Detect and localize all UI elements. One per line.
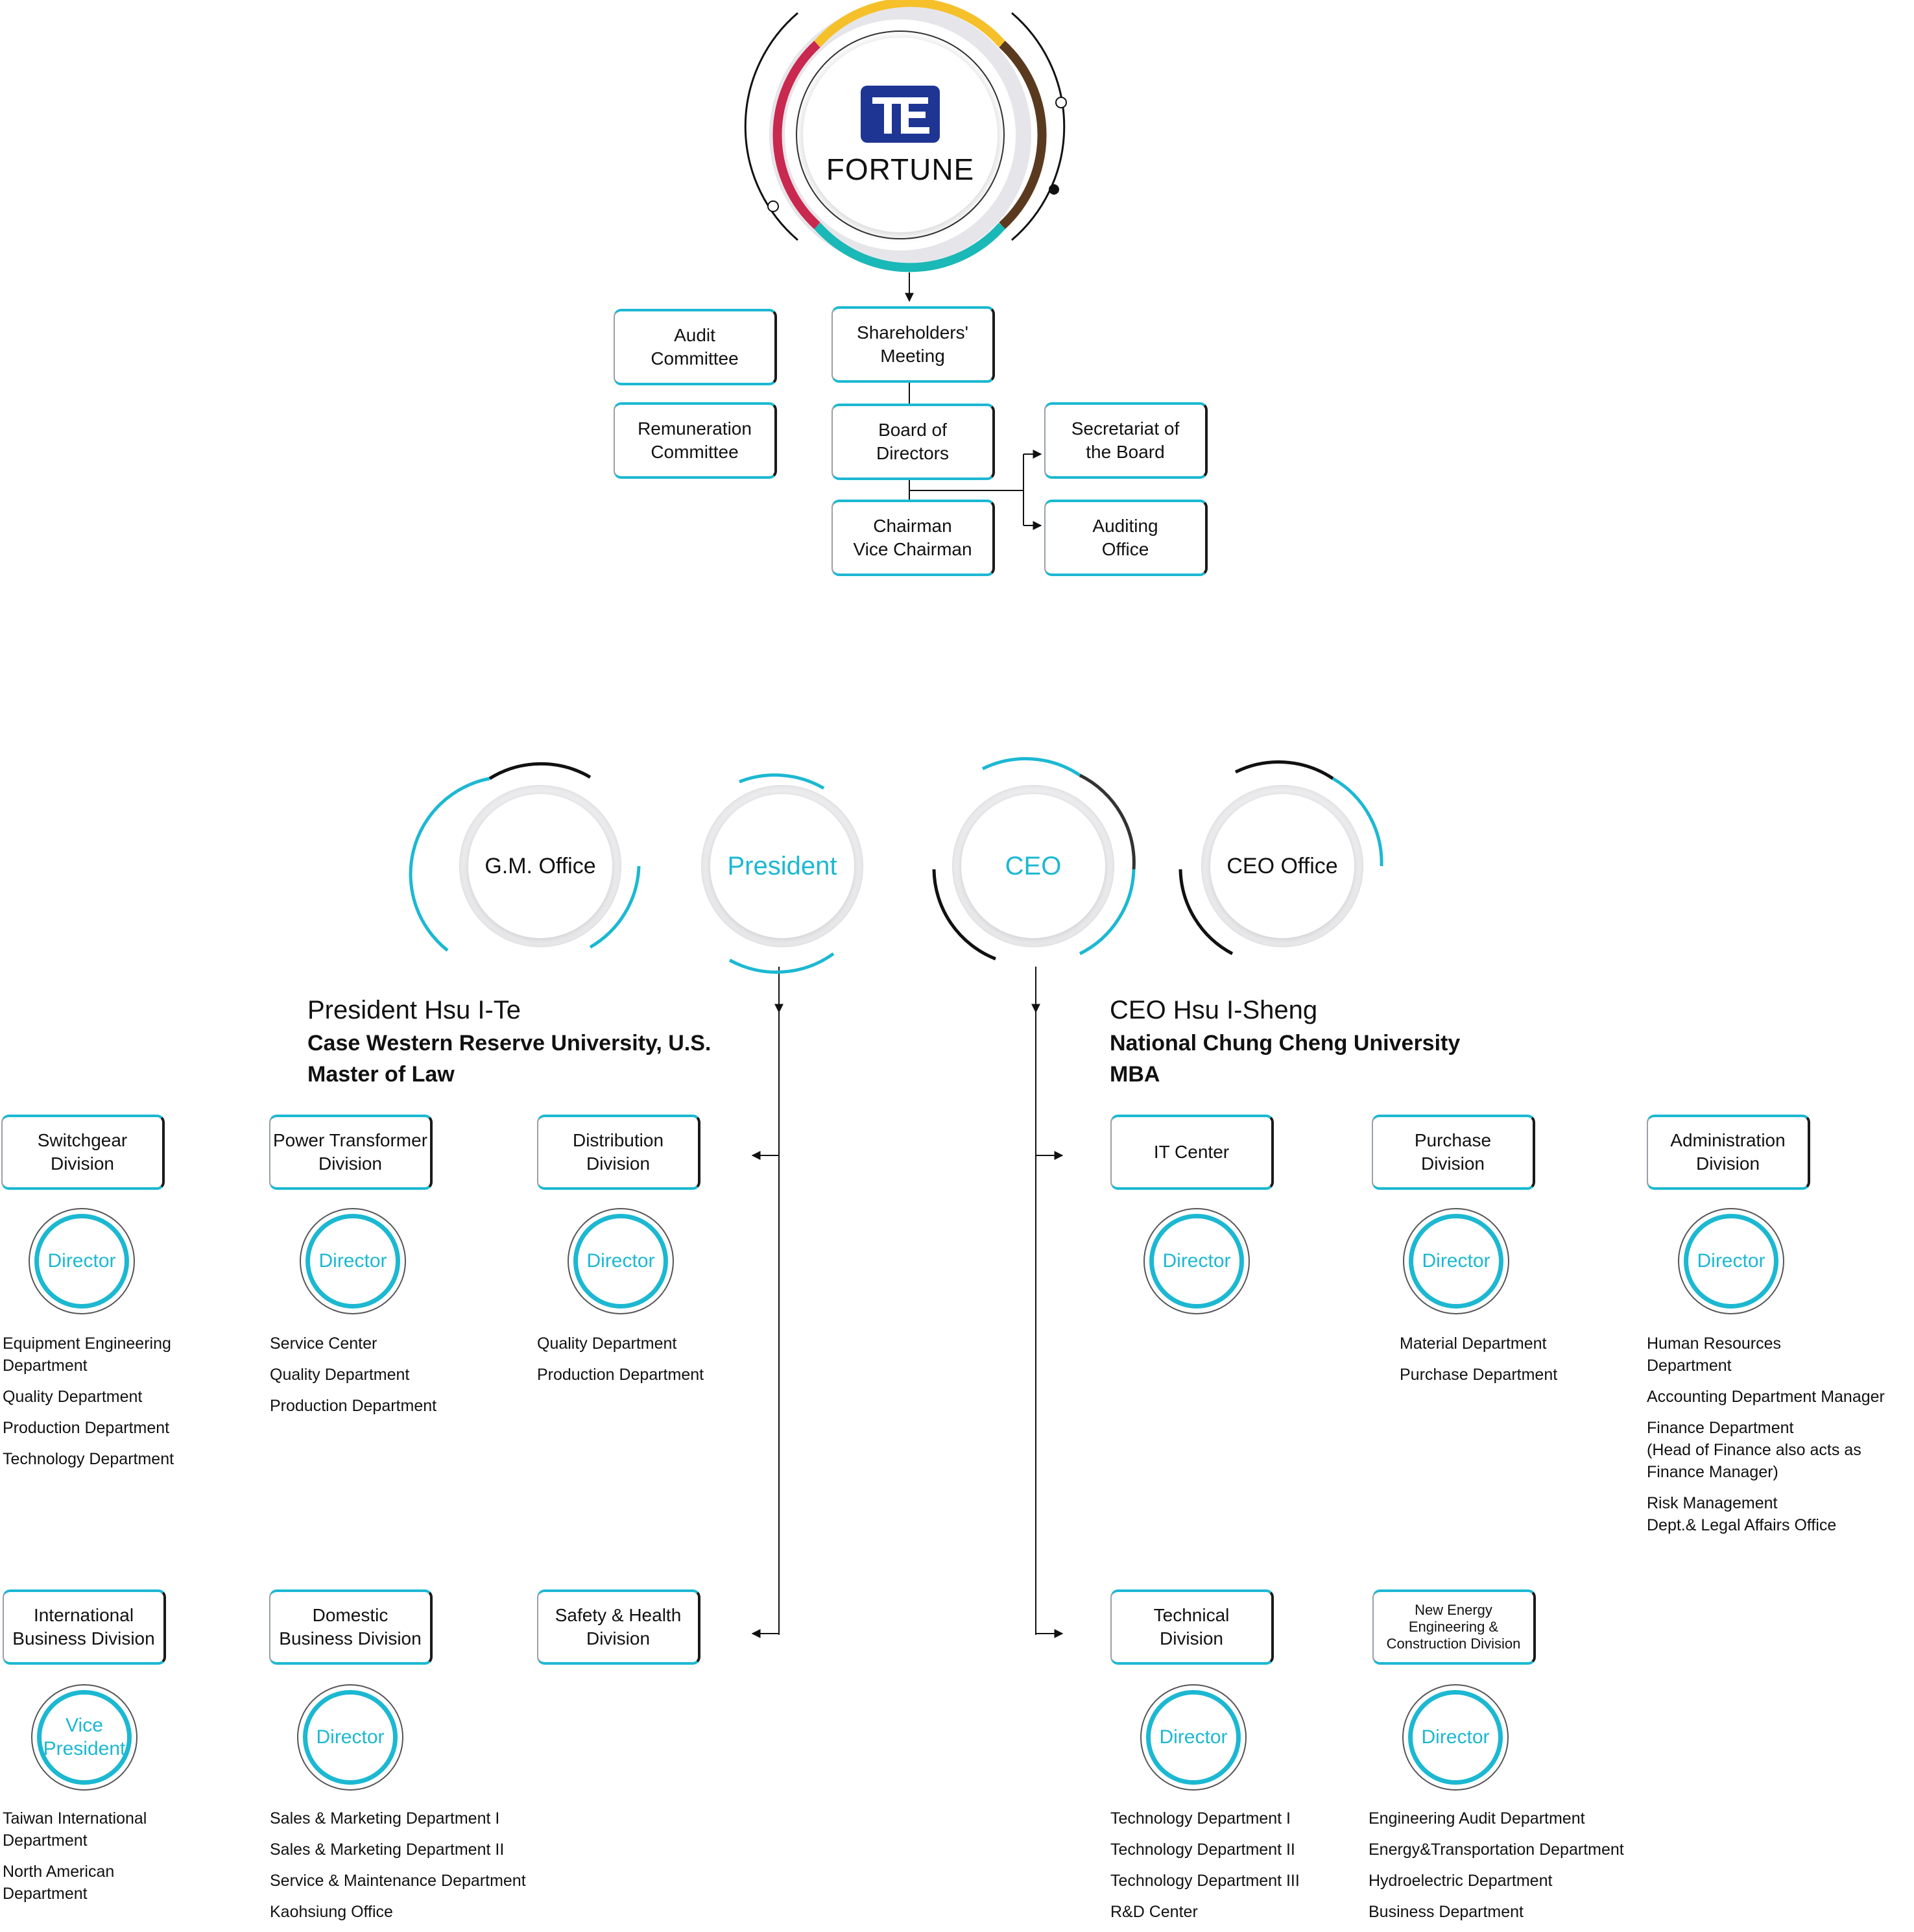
president-bio: President Hsu I-Te Case Western Reserve … xyxy=(307,993,711,1090)
department-item: Technology Department III xyxy=(1110,1872,1300,1890)
department-item: Engineering Audit Department xyxy=(1369,1809,1585,1828)
distribution-director[interactable]: Director xyxy=(568,1208,674,1314)
distribution-departments: Quality Department Production Department xyxy=(537,1333,704,1395)
shareholders-meeting-box[interactable]: Shareholders' Meeting xyxy=(831,306,995,383)
department-item: Quality Department xyxy=(537,1334,677,1353)
auditing-office-box[interactable]: Auditing Office xyxy=(1044,500,1208,576)
department-item: Risk Management Dept.& Legal Affairs Off… xyxy=(1647,1494,1837,1534)
administration-departments: Human Resources Department Accounting De… xyxy=(1647,1333,1885,1545)
ceo-office-label: CEO Office xyxy=(1226,853,1338,878)
department-item: Purchase Department xyxy=(1400,1366,1558,1384)
power-transformer-director[interactable]: Director xyxy=(300,1208,406,1314)
it-center-box[interactable]: IT Center xyxy=(1110,1115,1274,1190)
purchase-division-box[interactable]: Purchase Division xyxy=(1372,1115,1535,1190)
fortune-logo-icon xyxy=(861,86,940,143)
board-of-directors-box[interactable]: Board of Directors xyxy=(831,404,995,480)
president-node[interactable]: President xyxy=(701,785,863,947)
gm-office-node[interactable]: G.M. Office xyxy=(459,785,621,947)
department-item: Sales & Marketing Department I xyxy=(270,1809,500,1828)
office-ring-decoration xyxy=(409,757,1383,974)
company-name: FORTUNE xyxy=(826,152,975,186)
president-school: Case Western Reserve University, U.S. xyxy=(307,1031,712,1056)
department-item: Production Department xyxy=(270,1397,437,1415)
safety-health-division-box[interactable]: Safety & Health Division xyxy=(537,1589,700,1665)
audit-committee-box[interactable]: Audit Committee xyxy=(614,309,777,385)
department-item: Technology Department I xyxy=(1110,1809,1291,1828)
international-vice-president[interactable]: Vice President xyxy=(31,1684,138,1791)
department-item: Human Resources Department xyxy=(1647,1334,1782,1375)
president-name: President Hsu I-Te xyxy=(307,996,521,1024)
chairman-box[interactable]: Chairman Vice Chairman xyxy=(831,500,995,576)
domestic-business-division-box[interactable]: Domestic Business Division xyxy=(269,1589,433,1665)
ceo-node[interactable]: CEO xyxy=(952,785,1114,947)
administration-division-box[interactable]: Administration Division xyxy=(1647,1115,1810,1190)
switchgear-division-box[interactable]: Switchgear Division xyxy=(1,1115,165,1190)
power-transformer-division-box[interactable]: Power Transformer Division xyxy=(269,1115,433,1190)
department-item: Equipment Engineering Department xyxy=(3,1334,171,1375)
domestic-departments: Sales & Marketing Department I Sales & M… xyxy=(270,1807,526,1932)
president-degree: Master of Law xyxy=(307,1062,455,1087)
technical-departments: Technology Department I Technology Depar… xyxy=(1110,1807,1300,1932)
department-item: Technology Department xyxy=(3,1450,174,1468)
department-item: Production Department xyxy=(537,1366,704,1384)
department-item: Kaohsiung Office xyxy=(270,1903,393,1921)
department-item: Technology Department II xyxy=(1110,1841,1295,1859)
secretariat-box[interactable]: Secretariat of the Board xyxy=(1044,402,1208,479)
new-energy-director[interactable]: Director xyxy=(1402,1684,1509,1791)
department-item: Business Department xyxy=(1369,1903,1524,1921)
company-logo: FORTUNE xyxy=(803,38,998,232)
president-label: President xyxy=(727,851,837,880)
department-item: Taiwan International Department xyxy=(3,1809,147,1850)
logo-ring-decoration xyxy=(744,0,1067,272)
domestic-director[interactable]: Director xyxy=(297,1684,403,1791)
ceo-bio: CEO Hsu I-Sheng National Chung Cheng Uni… xyxy=(1110,993,1460,1090)
ceo-office-node[interactable]: CEO Office xyxy=(1201,785,1363,947)
department-item: Service Center xyxy=(270,1334,377,1353)
it-center-director[interactable]: Director xyxy=(1143,1208,1250,1314)
department-item: R&D Center xyxy=(1110,1903,1198,1921)
ceo-degree: MBA xyxy=(1110,1062,1160,1087)
technical-director[interactable]: Director xyxy=(1140,1684,1247,1791)
distribution-division-box[interactable]: Distribution Division xyxy=(537,1115,700,1190)
power-transformer-departments: Service Center Quality Department Produc… xyxy=(270,1333,437,1426)
department-item: Quality Department xyxy=(3,1388,143,1406)
department-item: Material Department xyxy=(1400,1334,1547,1353)
purchase-departments: Material Department Purchase Department xyxy=(1400,1333,1557,1395)
international-business-division-box[interactable]: International Business Division xyxy=(3,1589,166,1665)
department-item: Accounting Department Manager xyxy=(1647,1388,1885,1406)
new-energy-departments: Engineering Audit Department Energy&Tran… xyxy=(1369,1807,1624,1932)
technical-division-box[interactable]: Technical Division xyxy=(1110,1589,1274,1665)
administration-director[interactable]: Director xyxy=(1678,1208,1784,1314)
international-departments: Taiwan International Department North Am… xyxy=(3,1807,147,1914)
ceo-school: National Chung Cheng University xyxy=(1110,1031,1461,1056)
department-item: Service & Maintenance Department xyxy=(270,1872,526,1890)
switchgear-departments: Equipment Engineering Department Quality… xyxy=(3,1333,174,1479)
department-item: Energy&Transportation Department xyxy=(1369,1841,1624,1859)
remuneration-committee-box[interactable]: Remuneration Committee xyxy=(614,402,777,479)
department-item: Finance Department (Head of Finance also… xyxy=(1647,1419,1861,1481)
department-item: North American Department xyxy=(3,1863,115,1903)
department-item: Production Department xyxy=(3,1419,170,1437)
department-item: Hydroelectric Department xyxy=(1369,1872,1553,1890)
department-item: Quality Department xyxy=(270,1366,410,1384)
gm-office-label: G.M. Office xyxy=(484,853,596,878)
ceo-name: CEO Hsu I-Sheng xyxy=(1110,996,1318,1024)
department-item: Sales & Marketing Department II xyxy=(270,1841,505,1859)
ceo-label: CEO xyxy=(1005,851,1062,880)
new-energy-division-box[interactable]: New Energy Engineering & Construction Di… xyxy=(1372,1589,1536,1665)
switchgear-director[interactable]: Director xyxy=(29,1208,135,1314)
purchase-director[interactable]: Director xyxy=(1403,1208,1509,1314)
